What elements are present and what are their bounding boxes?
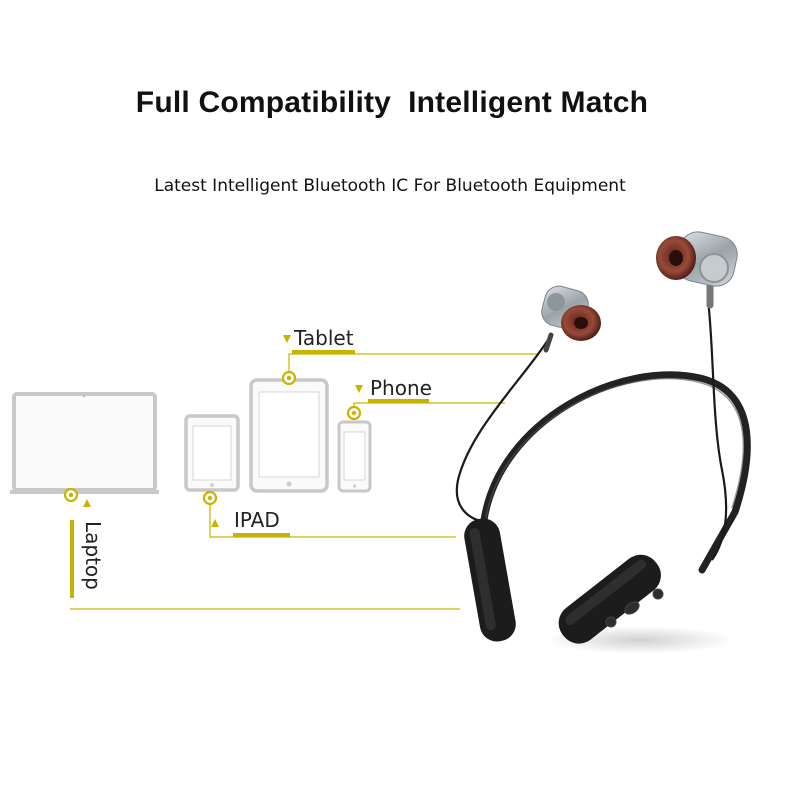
- phone-icon: [337, 420, 372, 493]
- tablet-icon: [249, 378, 329, 493]
- left-earbud: [541, 285, 601, 353]
- ipad-label: IPAD: [234, 508, 280, 532]
- phone-label: Phone: [370, 376, 432, 400]
- page-subtitle: Latest Intelligent Bluetooth IC For Blue…: [154, 176, 626, 196]
- page-title: Full Compatibility Intelligent Match: [135, 86, 649, 119]
- neckband-headset: [455, 231, 751, 654]
- laptop-icon: [10, 392, 159, 494]
- accent-bars: [70, 350, 429, 598]
- laptop-label: Laptop: [81, 521, 105, 590]
- pointer-triangles: [83, 335, 363, 527]
- right-earbud: [656, 231, 738, 309]
- tablet-label: Tablet: [293, 326, 354, 350]
- ipad-icon: [184, 414, 240, 492]
- connection-dot-centers: [68, 375, 357, 501]
